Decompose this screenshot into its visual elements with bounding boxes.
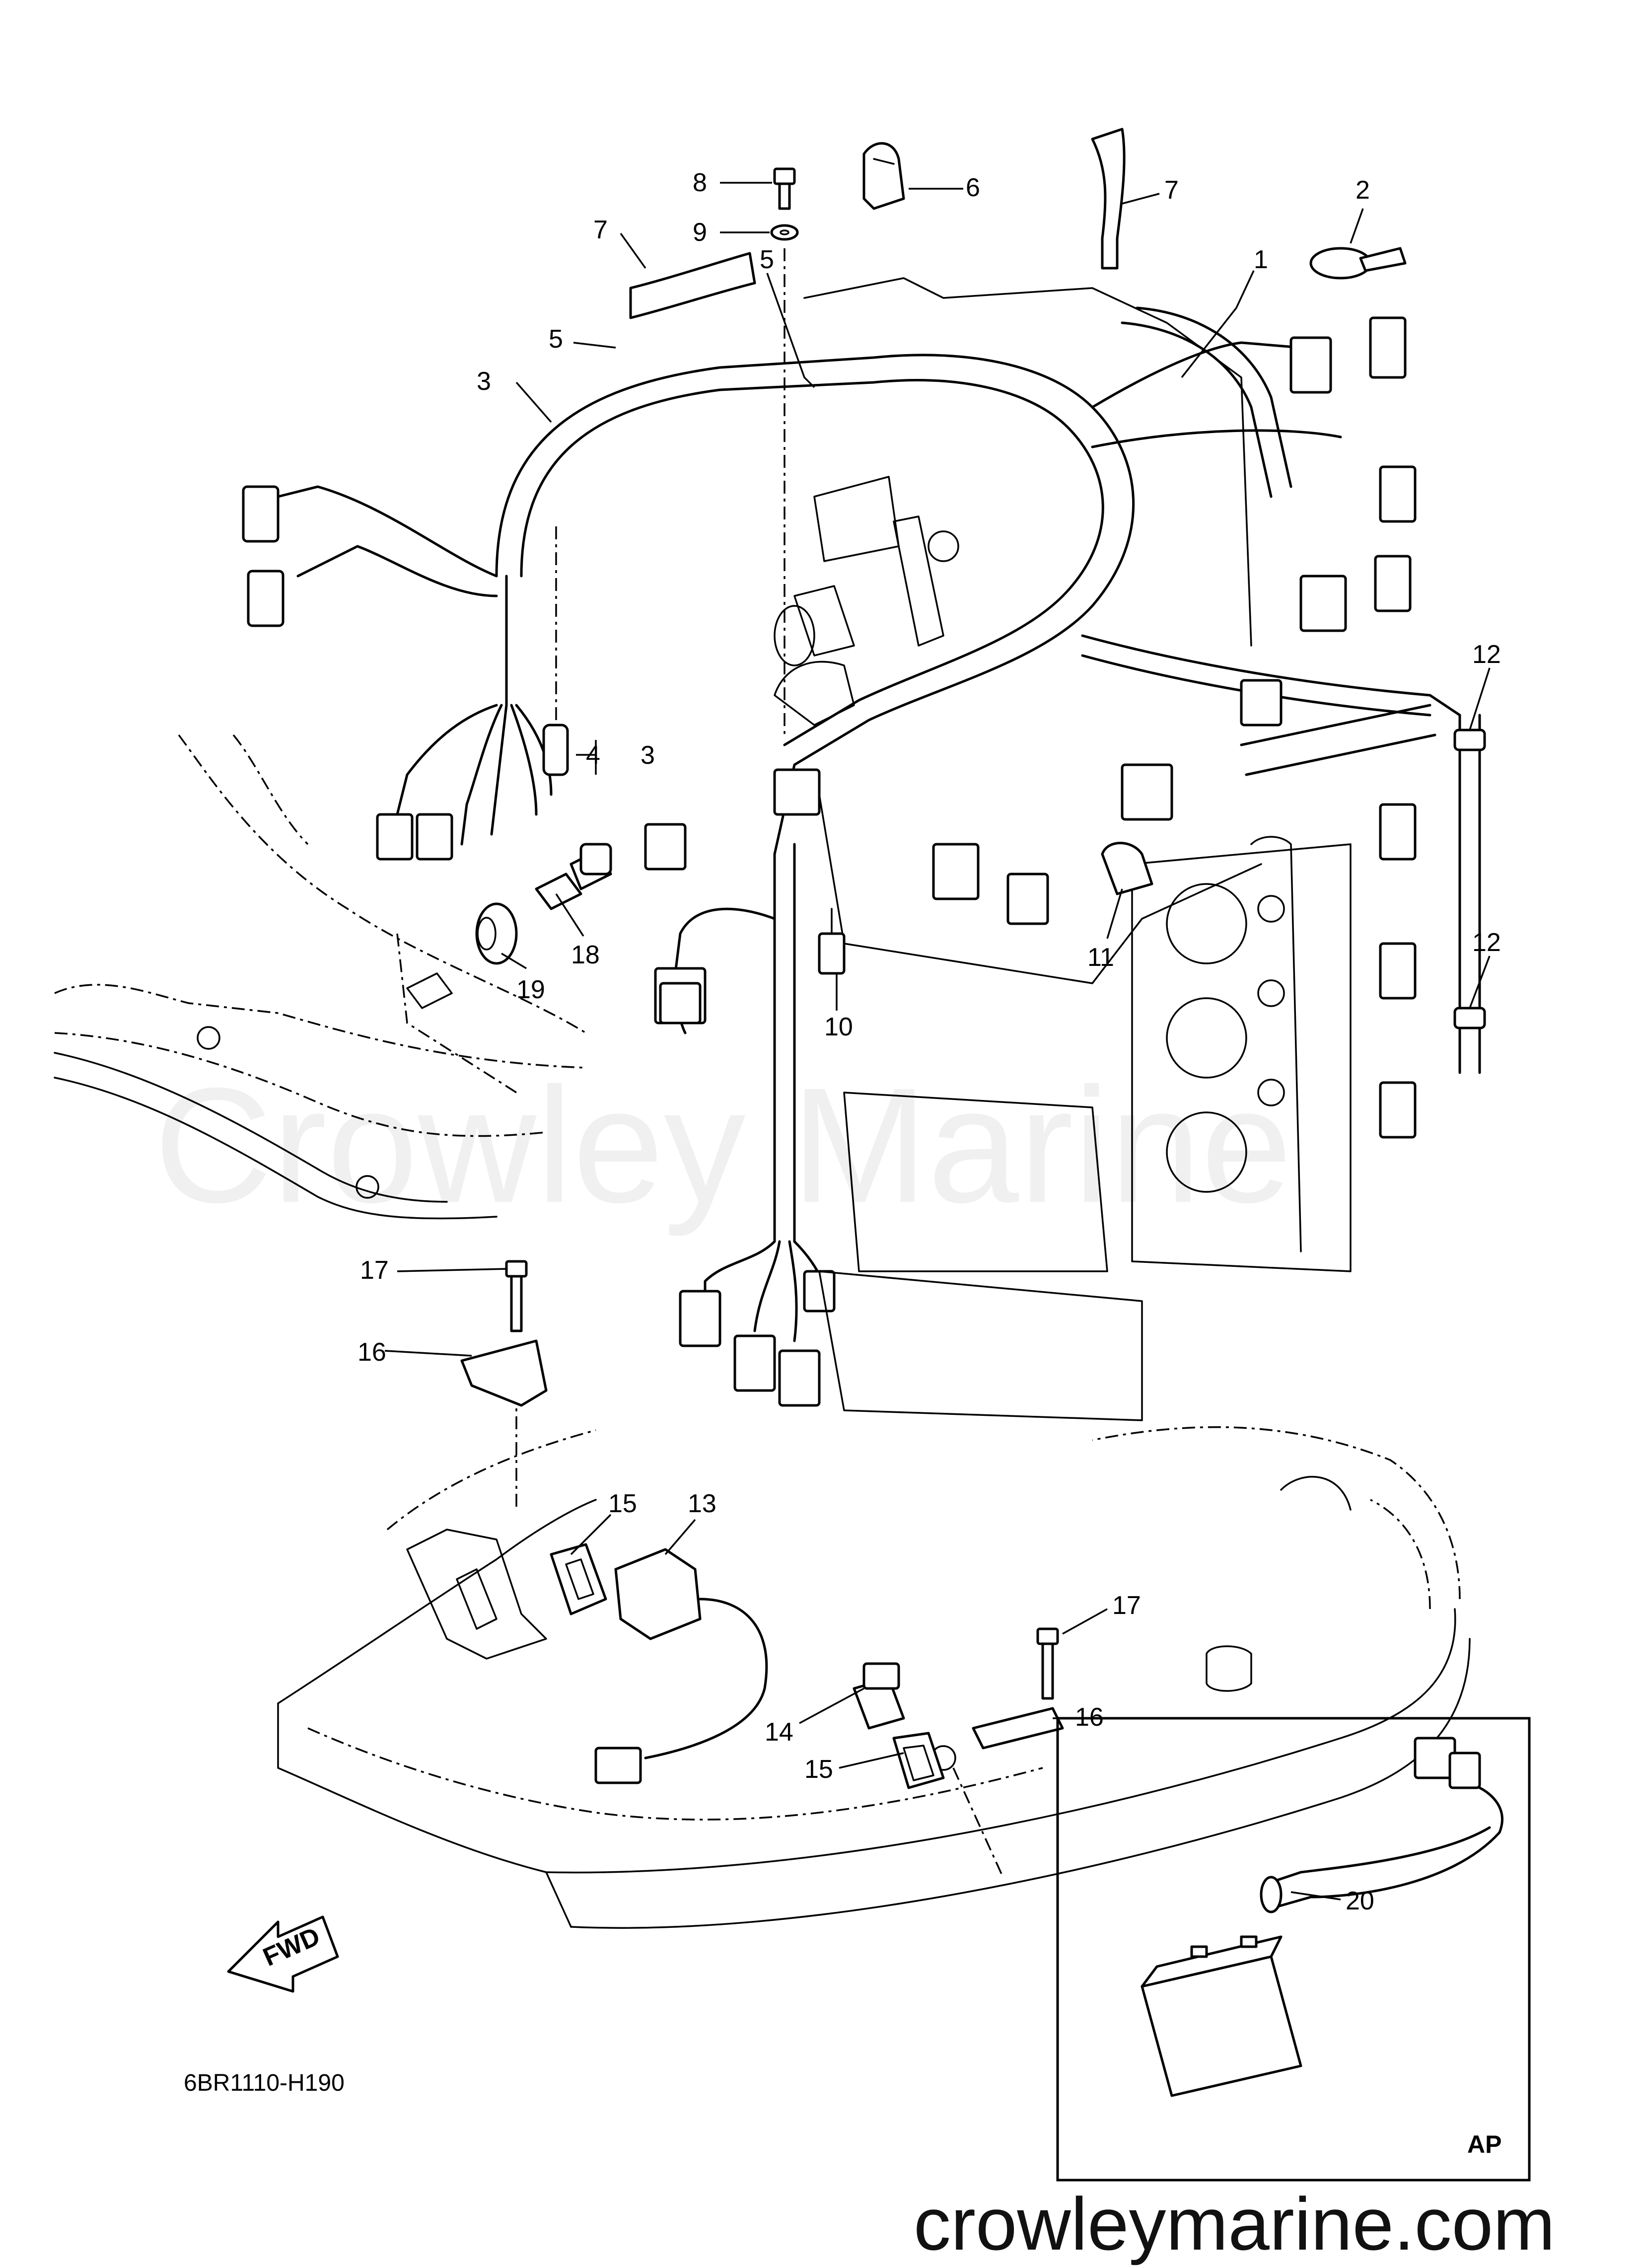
washer-part-9 bbox=[770, 224, 799, 241]
protector-part-7-right bbox=[1091, 128, 1126, 270]
bolt-part-17-upper bbox=[505, 1260, 528, 1332]
bolt-part-17-lower bbox=[1036, 1627, 1059, 1700]
callout-leader-lines bbox=[384, 182, 1491, 1901]
callout-16-lower: 16 bbox=[1075, 1703, 1104, 1732]
inset-battery-box bbox=[1056, 1717, 1531, 2182]
bolt-part-8 bbox=[773, 167, 796, 210]
left-cowling-outline bbox=[54, 734, 586, 1220]
callout-16-upper: 16 bbox=[357, 1338, 386, 1367]
cable-tie-part-2 bbox=[1309, 247, 1407, 280]
inset-ap-tag: AP bbox=[1467, 2130, 1501, 2158]
bracket-part-16-upper bbox=[460, 1339, 548, 1407]
callout-7-left: 7 bbox=[593, 216, 608, 244]
callout-10: 10 bbox=[824, 1013, 853, 1041]
cap-part-14 bbox=[853, 1662, 905, 1730]
callout-5-right: 5 bbox=[760, 245, 774, 274]
callout-numbers: 1 2 3 3 4 5 5 6 7 7 8 9 10 11 12 12 13 1… bbox=[357, 168, 1501, 1915]
callout-5-left: 5 bbox=[549, 325, 563, 354]
diagram-code: 6BR1110-H190 bbox=[184, 2070, 345, 2096]
callout-17-upper: 17 bbox=[360, 1256, 389, 1285]
callout-3-bracket: 3 bbox=[641, 741, 655, 770]
bottom-cowling-outline bbox=[277, 1390, 1471, 1929]
callout-11: 11 bbox=[1087, 943, 1114, 972]
callout-1: 1 bbox=[1254, 245, 1268, 274]
callout-6: 6 bbox=[966, 173, 980, 202]
grommet-part-19 bbox=[475, 902, 518, 965]
callout-13: 13 bbox=[688, 1489, 716, 1518]
clamp-part-6 bbox=[862, 142, 905, 210]
callout-7-right: 7 bbox=[1164, 176, 1179, 205]
faint-watermark: Crowley Marine bbox=[154, 1053, 1292, 1238]
url-watermark: crowleymarine.com bbox=[914, 2182, 1555, 2266]
callout-9: 9 bbox=[693, 218, 707, 247]
clip-part-12-upper bbox=[1453, 729, 1486, 751]
callout-18: 18 bbox=[571, 941, 600, 969]
connector-part-13 bbox=[594, 1548, 768, 1784]
seal-part-15-upper bbox=[550, 1543, 607, 1615]
callout-3: 3 bbox=[477, 367, 491, 396]
fwd-arrow: FWD bbox=[227, 1915, 339, 1993]
sensor-part-18 bbox=[535, 843, 612, 910]
protector-part-7-left bbox=[629, 252, 756, 319]
harness-connectors bbox=[242, 316, 1417, 1407]
clip-part-12-lower bbox=[1453, 1007, 1486, 1029]
engine-block-outline bbox=[774, 277, 1352, 1421]
callout-4: 4 bbox=[586, 741, 600, 770]
seal-part-15-lower bbox=[892, 1732, 945, 1789]
callout-15-lower: 15 bbox=[804, 1755, 833, 1784]
callout-20: 20 bbox=[1346, 1887, 1374, 1915]
callout-15-upper: 15 bbox=[608, 1489, 637, 1518]
callout-19: 19 bbox=[516, 975, 545, 1004]
callout-17-lower: 17 bbox=[1112, 1591, 1141, 1620]
bracket-part-16-lower bbox=[972, 1707, 1064, 1750]
callout-12-lower: 12 bbox=[1472, 928, 1501, 957]
harness-item-1 bbox=[1121, 306, 1292, 498]
clamp-part-11 bbox=[1101, 842, 1153, 895]
callout-8: 8 bbox=[693, 168, 707, 197]
callout-2: 2 bbox=[1356, 176, 1370, 205]
clip-part-10 bbox=[818, 908, 846, 975]
callout-12-upper: 12 bbox=[1472, 640, 1501, 669]
grommet-part-4 bbox=[542, 526, 569, 776]
callout-14: 14 bbox=[765, 1718, 793, 1747]
